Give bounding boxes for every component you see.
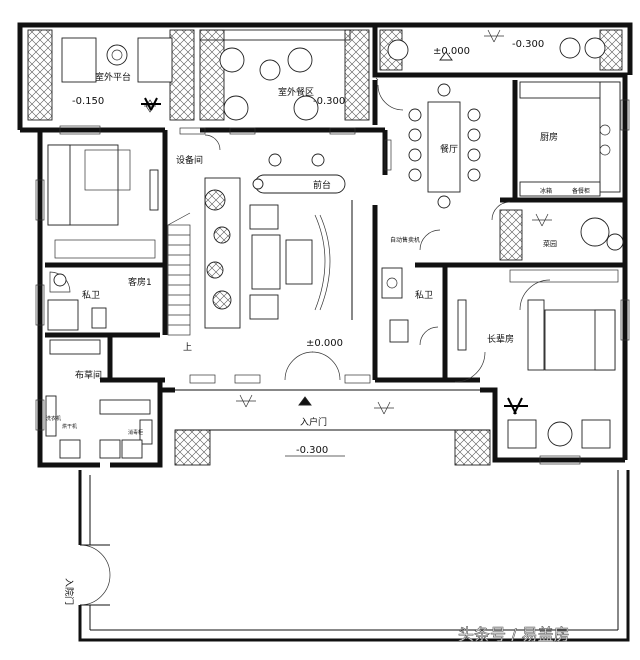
label-vending: 自动售卖机 [390, 236, 420, 244]
room-label-equipment: 设备间 [176, 154, 203, 166]
room-label-owner-room: 长辈房 [487, 333, 514, 345]
plants [141, 29, 552, 415]
level-top-right-b: -0.300 [512, 39, 544, 50]
bath-1: 私卫 [47, 271, 107, 331]
label-fridge: 冰箱 [540, 187, 552, 195]
label-laundry1: 洗衣机 [46, 415, 61, 422]
yard-gate[interactable]: 入院门 [63, 544, 111, 606]
vending-bath2: 自动售卖机 私卫 [381, 229, 441, 346]
room-label-yard-gate: 入院门 [63, 578, 75, 605]
linen-room: 布草间 洗衣机 烘干机 消毒柜 [45, 339, 153, 459]
stair [167, 212, 191, 336]
room-label-bath2: 私卫 [415, 290, 433, 301]
outdoor-terrace: 室外平台 -0.150 室外餐区 -0.300 [27, 29, 370, 121]
room-label-bath1: 私卫 [82, 290, 100, 301]
stair-up-label: 上 [183, 342, 192, 353]
hall: 设备间 上 前台 [167, 134, 353, 353]
watermark-text: 头条号 / 易盖房 [458, 625, 570, 644]
room-label-entrance: 入户门 [300, 416, 327, 428]
level-hall: ±0.000 [306, 338, 343, 349]
top-right-area: ±0.000 -0.300 [379, 29, 623, 71]
room-label-garden: 菜园 [543, 239, 557, 248]
room-label-outdoor-terrace: 室外平台 [95, 71, 131, 83]
dining-room: 餐厅 [375, 77, 511, 221]
room-label-linen: 布草间 [75, 369, 102, 381]
kitchen: 厨房 冰箱 备餐柜 [519, 81, 621, 197]
level-outdoor-dining: -0.300 [313, 96, 345, 107]
yard-wall [78, 470, 630, 642]
room-label-guest1: 客房1 [128, 276, 152, 288]
exterior-walls [17, 22, 633, 468]
room-label-kitchen: 厨房 [540, 131, 558, 143]
owner-room: 长辈房 [454, 269, 619, 449]
label-laundry3: 消毒柜 [128, 429, 143, 436]
entrance-porch: 入户门 -0.300 [141, 29, 552, 466]
label-laundry2: 烘干机 [62, 423, 77, 430]
windows [35, 99, 630, 465]
level-terrace: -0.150 [72, 96, 104, 107]
level-yard: -0.300 [296, 445, 328, 456]
level-top-right-a: ±0.000 [433, 46, 470, 57]
label-cabinet: 备餐柜 [572, 187, 590, 195]
guest-room-1: 客房1 [47, 144, 159, 288]
room-label-outdoor-dining: 室外餐区 [278, 86, 314, 98]
room-label-dining: 餐厅 [440, 143, 458, 155]
garden: 菜园 [499, 209, 624, 261]
room-label-front-desk: 前台 [313, 179, 331, 191]
